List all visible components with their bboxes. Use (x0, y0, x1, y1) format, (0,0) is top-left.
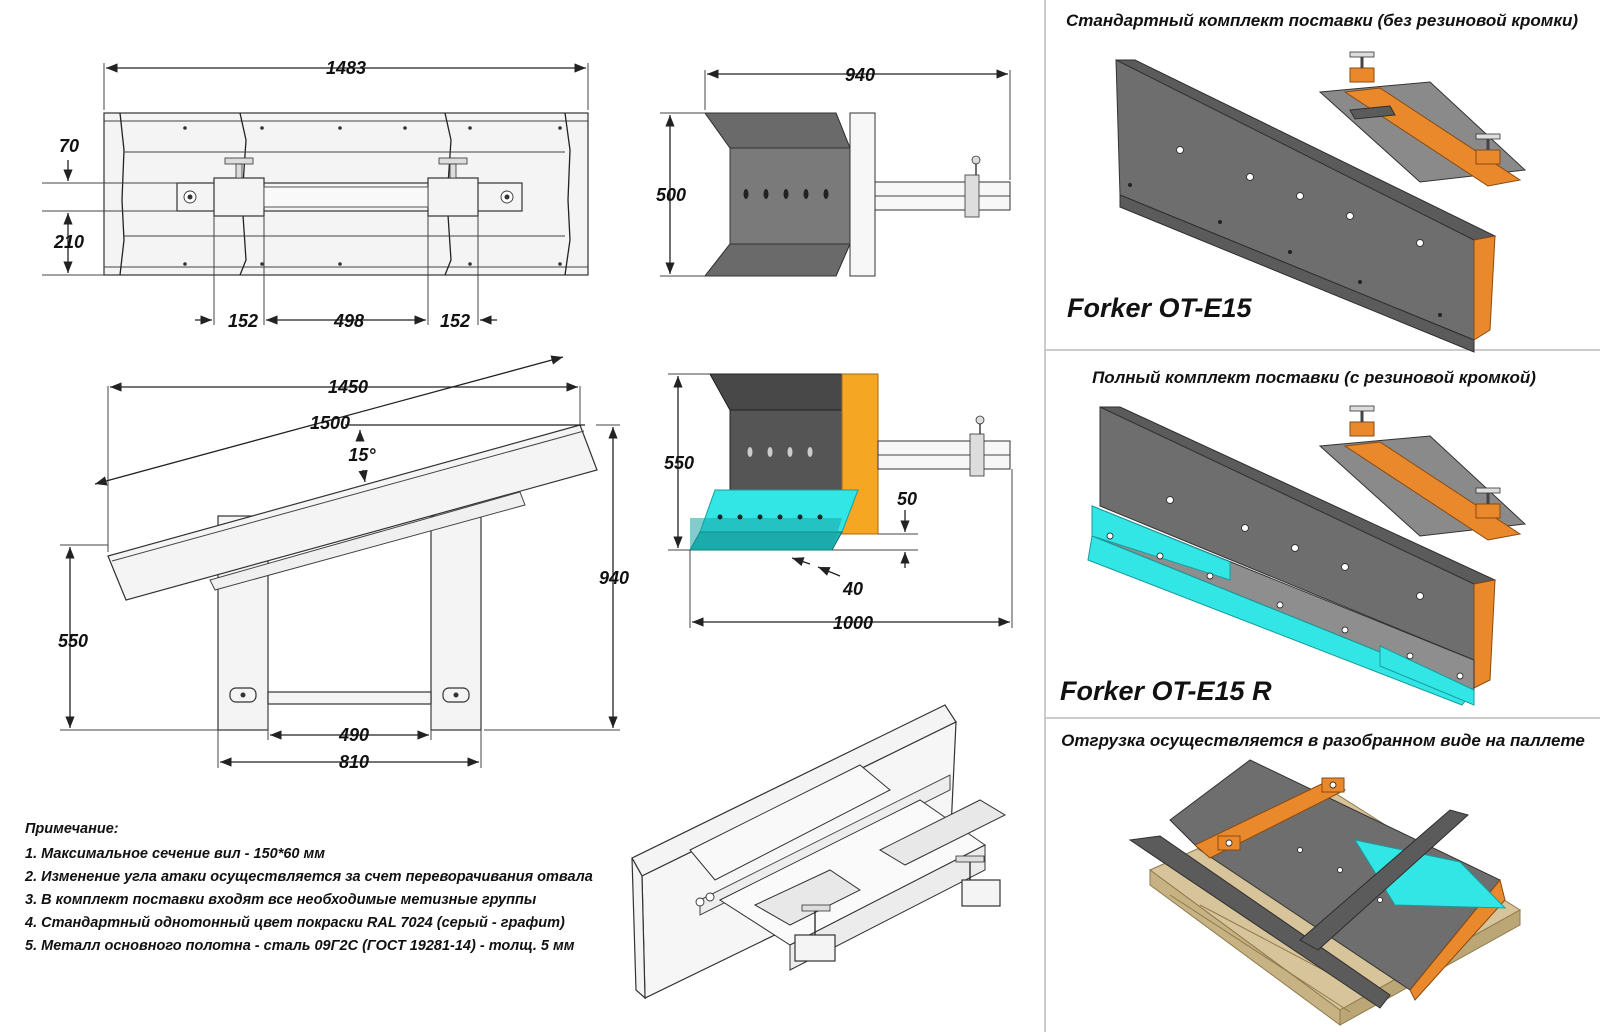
dim-angle: 15° (348, 445, 376, 465)
panel-dividers (1044, 0, 1600, 1032)
dim-outer-width: 810 (339, 752, 369, 772)
dim-rubber-length: 1000 (833, 613, 873, 633)
dim-40: 40 (842, 579, 863, 599)
dim-152-right: 152 (440, 311, 470, 331)
dim-152-left: 152 (228, 311, 258, 331)
isometric-line-drawing (631, 704, 1007, 1000)
note-item-4: 4. Стандартный однотонный цвет покраски … (24, 915, 565, 931)
note-item-1: 1. Максимальное сечение вил - 150*60 мм (25, 846, 325, 862)
dim-498: 498 (333, 311, 364, 331)
panel-2-model: Forker OT-E15 R (1060, 676, 1272, 706)
dim-50: 50 (897, 489, 917, 509)
panel-2-title: Полный комплект поставки (с резиновой кр… (1092, 368, 1536, 387)
render-full-kit (1087, 405, 1527, 706)
dim-front-height-total: 940 (599, 568, 629, 588)
dim-inner-width: 490 (338, 725, 369, 745)
dim-front-width-projected: 1450 (328, 377, 368, 397)
side-view-rubber-drawing (668, 373, 1013, 628)
render-standard-kit (1115, 51, 1527, 353)
dim-rubber-height: 550 (664, 453, 694, 473)
dim-70: 70 (59, 136, 79, 156)
dim-side-height: 500 (656, 185, 686, 205)
top-view-drawing (42, 63, 589, 325)
panel-1-model: Forker OT-E15 (1067, 293, 1253, 323)
panel-3-title: Отгрузка осуществляется в разобранном ви… (1061, 731, 1585, 750)
dim-front-height-frame: 550 (58, 631, 88, 651)
render-pallet-shipment (1128, 759, 1521, 1026)
panel-1-title: Стандартный комплект поставки (без резин… (1066, 11, 1578, 30)
dim-side-width: 940 (845, 65, 875, 85)
notes-title: Примечание: (25, 821, 119, 837)
front-view-drawing (60, 355, 620, 768)
note-item-5: 5. Металл основного полотна - сталь 09Г2… (25, 938, 575, 954)
note-item-3: 3. В комплект поставки входят все необхо… (25, 892, 537, 908)
dim-blade-width: 1500 (310, 413, 350, 433)
side-view-drawing (660, 69, 1011, 277)
note-item-2: 2. Изменение угла атаки осуществляется з… (24, 869, 593, 885)
dim-width-total: 1483 (326, 58, 366, 78)
dim-210: 210 (53, 232, 84, 252)
